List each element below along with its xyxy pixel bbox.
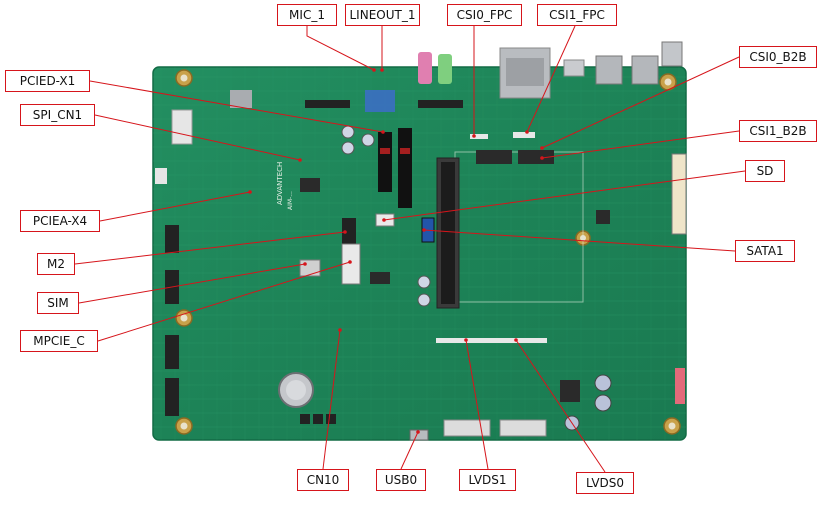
callout-csi1-fpc: CSI1_FPC <box>537 4 617 26</box>
callout-csi0-fpc: CSI0_FPC <box>447 4 522 26</box>
leader-arrow-sd <box>382 218 386 222</box>
leader-arrow-m2 <box>343 230 347 234</box>
callout-pciea-x4: PCIEA-X4 <box>20 210 100 232</box>
leader-arrow-spi-cn1 <box>298 158 302 162</box>
leader-line-lvds1 <box>465 339 489 470</box>
leader-line-pciea-x4 <box>99 191 251 222</box>
leader-arrow-cn10 <box>338 328 342 332</box>
leader-line-mpcie-c <box>97 261 351 342</box>
callout-cn10: CN10 <box>297 469 349 491</box>
leader-arrow-lineout-1 <box>380 68 384 72</box>
leader-line-pcied-x1 <box>89 80 384 133</box>
leader-line-sim <box>78 263 306 304</box>
leader-arrow-csi1-fpc <box>525 130 529 134</box>
leader-arrow-pcied-x1 <box>381 130 385 134</box>
callout-csi0-b2b: CSI0_B2B <box>739 46 817 68</box>
leader-line-sata1 <box>423 229 736 252</box>
callout-m2: M2 <box>37 253 75 275</box>
leader-arrow-lvds1 <box>464 338 468 342</box>
leader-line-m2 <box>74 231 346 265</box>
leader-line-cn10 <box>322 329 341 470</box>
callout-usb0: USB0 <box>376 469 426 491</box>
callout-sd: SD <box>745 160 785 182</box>
leader-arrow-sim <box>303 262 307 266</box>
leader-line-mic-1 <box>306 26 375 71</box>
leader-line-csi1-fpc <box>526 25 576 133</box>
leader-arrow-csi0-b2b <box>540 146 544 150</box>
callout-sata1: SATA1 <box>735 240 795 262</box>
callout-pcied-x1: PCIED-X1 <box>5 70 90 92</box>
leader-arrow-mic-1 <box>372 68 376 72</box>
callout-spi-cn1: SPI_CN1 <box>20 104 95 126</box>
brand-silkscreen: ADVANTECH <box>276 162 284 205</box>
model-silkscreen: AIM-... <box>287 191 294 210</box>
leader-arrow-usb0 <box>416 430 420 434</box>
leader-arrow-mpcie-c <box>348 260 352 264</box>
callout-lineout-1: LINEOUT_1 <box>345 4 420 26</box>
leader-line-spi-cn1 <box>94 114 301 161</box>
callout-sim: SIM <box>37 292 79 314</box>
leader-arrow-sata1 <box>422 228 426 232</box>
leader-lines <box>74 25 746 473</box>
leader-line-sd <box>383 170 746 221</box>
callout-lvds1: LVDS1 <box>459 469 516 491</box>
silkscreen: ADVANTECH AIM-... <box>276 162 294 210</box>
callout-mpcie-c: MPCIE_C <box>20 330 98 352</box>
callout-mic-1: MIC_1 <box>277 4 337 26</box>
leader-arrow-pciea-x4 <box>248 190 252 194</box>
pcb-board <box>152 41 687 441</box>
leader-arrow-csi1-b2b <box>540 156 544 160</box>
leader-line-lvds0 <box>515 339 606 473</box>
leader-arrow-csi0-fpc <box>472 134 476 138</box>
leader-arrow-lvds0 <box>514 338 518 342</box>
callout-csi1-b2b: CSI1_B2B <box>739 120 817 142</box>
leader-line-usb0 <box>400 431 419 470</box>
callout-lvds0: LVDS0 <box>576 472 634 494</box>
leader-line-csi0-b2b <box>541 56 740 149</box>
leader-line-csi1-b2b <box>541 130 740 159</box>
